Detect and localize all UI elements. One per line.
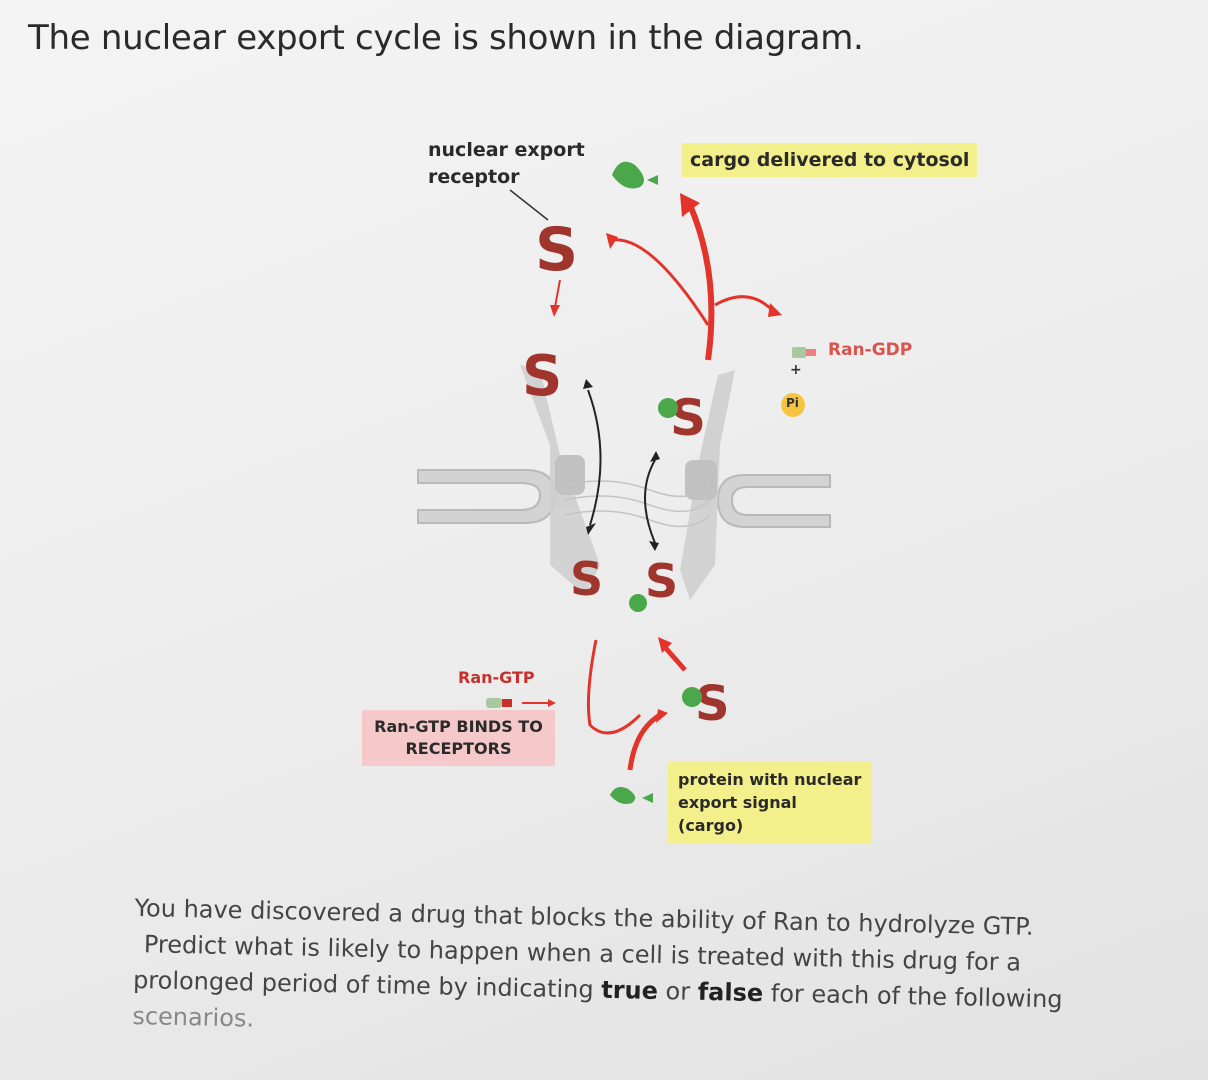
q3-post: for each of the following — [762, 979, 1063, 1014]
true-word: true — [601, 975, 659, 1005]
receptors: S S S S S S — [522, 215, 730, 732]
arrow-heads — [548, 193, 782, 723]
ran-gdp-marker — [792, 347, 806, 358]
arrow-complex-through — [644, 459, 656, 544]
receptor-low-right: S — [645, 554, 678, 608]
arrow-ran-gdp — [714, 295, 777, 315]
cargo-arrow-top — [647, 175, 658, 185]
arrow-receptor-through — [587, 389, 602, 526]
q3-pre: prolonged period of time by indicating — [132, 965, 602, 1004]
cargo-delivered-label: cargo delivered to cytosol — [682, 143, 978, 177]
arrow-complex-enter — [661, 643, 687, 672]
arrow-up-cytosol — [687, 203, 715, 361]
cargo-arrow-bottom — [642, 793, 653, 803]
nuclear-membrane — [417, 469, 831, 528]
arrow-ran-gtp-bind — [586, 639, 642, 735]
receptor-mid: S — [522, 344, 562, 409]
cargo-bottom — [610, 787, 636, 804]
export-arrows — [522, 203, 777, 771]
diagram-graphic: S S S S S S — [417, 161, 831, 804]
arrow-receptor-down — [554, 279, 561, 308]
arrow-receptor-return — [611, 238, 710, 326]
phosphate-icon — [781, 393, 805, 417]
pore-complex — [520, 365, 735, 600]
receptor-label: nuclear export receptor — [428, 139, 585, 188]
cargo-upper — [658, 398, 678, 418]
cargo-blobs — [610, 161, 702, 804]
cargo-label: protein with nuclear export signal (carg… — [668, 762, 872, 843]
ran-gtp-marker — [486, 698, 502, 708]
ran-gtp-label: Ran-GTP — [458, 668, 535, 687]
nuclear-export-diagram: S S S S S S — [350, 125, 990, 843]
arrow-cargo-in — [627, 712, 662, 771]
page-heading: The nuclear export cycle is shown in the… — [28, 18, 864, 58]
pi-label: Pi — [786, 396, 799, 410]
receptor-low-left: S — [570, 552, 603, 606]
receptor-top: S — [535, 215, 578, 285]
ran-gdp-label: Ran-GDP — [828, 340, 913, 360]
pore-transport-arrows — [587, 389, 656, 544]
pore-filaments — [564, 480, 711, 528]
question-text: You have discovered a drug that blocks t… — [132, 890, 1125, 1055]
cargo-top — [612, 161, 644, 189]
receptor-bottom: S — [695, 676, 730, 732]
ran-gtp-binds-label: Ran-GTP BINDS TO RECEPTORS — [362, 710, 555, 766]
false-word: false — [697, 977, 764, 1008]
plus-sign: + — [790, 362, 802, 378]
or-word: or — [657, 976, 699, 1006]
cargo-low — [629, 594, 647, 612]
receptor-pointer — [509, 189, 549, 221]
cargo-bottom-complex — [682, 687, 702, 707]
receptor-upper-right: S — [670, 389, 706, 447]
